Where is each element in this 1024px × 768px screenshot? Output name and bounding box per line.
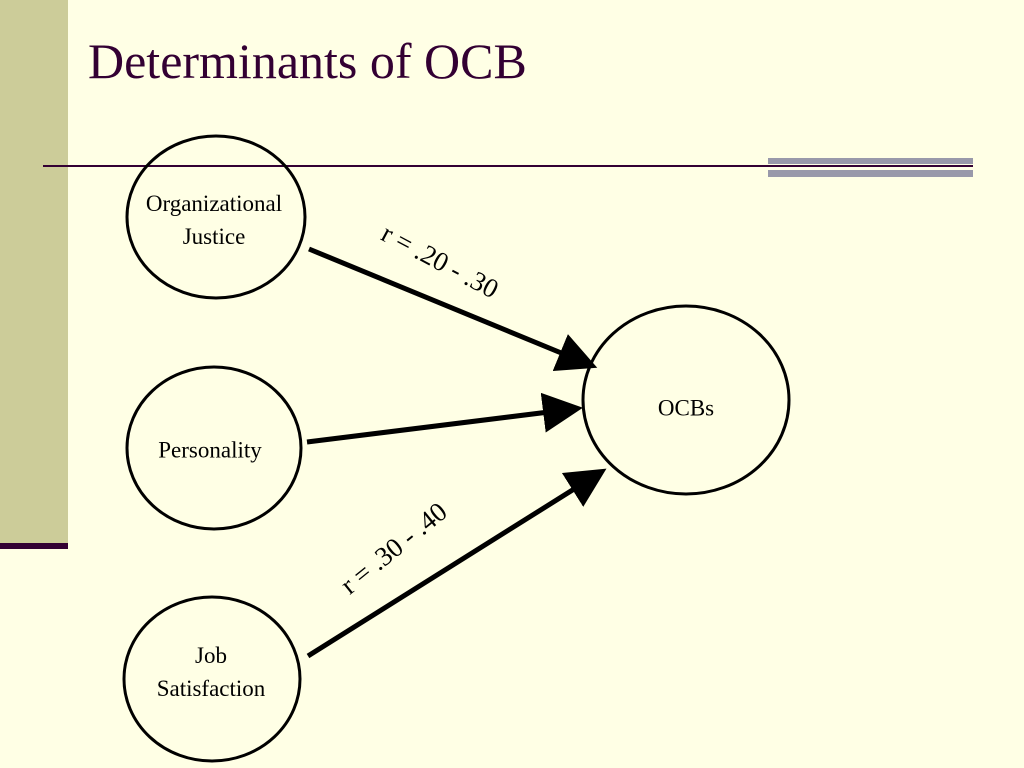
left-bar-underline <box>0 543 68 549</box>
node-job-satisfaction <box>122 595 302 763</box>
node-label-line: Justice <box>182 224 246 249</box>
node-label-ocbs: OCBs <box>658 392 714 425</box>
arrow-personality-to-ocbs <box>306 392 583 445</box>
arrow-justice-to-ocbs <box>308 246 598 372</box>
node-label-organizational-justice: Organizational Justice <box>146 187 282 253</box>
node-label-line: Organizational <box>145 191 283 216</box>
left-decorative-bar <box>0 0 68 545</box>
node-organizational-justice <box>125 134 307 300</box>
node-label-line: OCBs <box>657 395 715 421</box>
arrow-satisfaction-to-ocbs <box>306 468 607 659</box>
node-label-line: Personality <box>158 437 262 463</box>
node-label-personality: Personality <box>158 434 262 467</box>
node-ocbs <box>581 304 791 496</box>
node-personality <box>125 365 303 531</box>
node-label-line: Job <box>195 643 227 668</box>
title-rule <box>43 165 973 167</box>
title-rule-accent <box>768 158 973 178</box>
node-label-line: Satisfaction <box>156 676 266 701</box>
node-label-job-satisfaction: Job Satisfaction <box>157 639 266 705</box>
slide-title: Determinants of OCB <box>88 33 527 89</box>
